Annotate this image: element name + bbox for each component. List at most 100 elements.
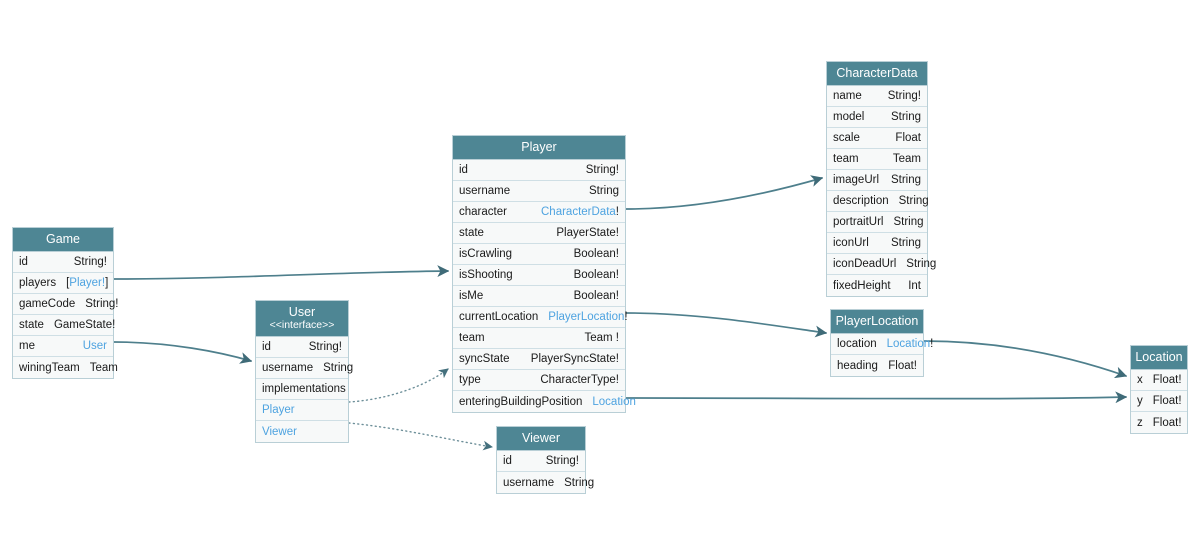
edge-game-players-to-player <box>113 265 450 280</box>
entity-title: Viewer <box>522 431 560 445</box>
edge-player-enteringbuildingposition-to-location <box>625 391 1128 404</box>
entity-header-viewer: Viewer <box>497 427 585 451</box>
field-name: username <box>459 185 511 197</box>
field-name: username <box>503 476 555 489</box>
field-type[interactable]: CharacterData! <box>541 206 619 218</box>
edge-user-viewer-implements <box>348 422 493 451</box>
field-name: model <box>833 111 865 123</box>
field-row: isCrawling Boolean! <box>453 244 625 265</box>
field-row: portraitUrl String <box>827 212 927 233</box>
entity-header-playerlocation: PlayerLocation <box>831 310 923 334</box>
field-type: String <box>890 111 921 123</box>
edge-user-player-implements <box>348 368 449 403</box>
field-type: String! <box>85 298 119 310</box>
field-type: String <box>323 362 354 374</box>
entity-title: User <box>288 305 316 319</box>
field-type: Boolean! <box>573 269 619 281</box>
edge-playerlocation-location-to-location <box>923 340 1128 379</box>
field-type: String! <box>73 256 107 268</box>
field-type[interactable]: Location <box>592 395 636 408</box>
field-type: String <box>588 185 619 197</box>
entity-header-location: Location <box>1131 346 1187 370</box>
entity-title: PlayerLocation <box>835 314 919 328</box>
field-type: CharacterType! <box>540 374 619 386</box>
field-type[interactable]: Location! <box>886 338 934 350</box>
field-name: state <box>459 227 484 239</box>
field-row: type CharacterType! <box>453 370 625 391</box>
field-type: String <box>898 195 929 207</box>
field-row: state PlayerState! <box>453 223 625 244</box>
field-name: isCrawling <box>459 248 513 260</box>
field-type: Boolean! <box>573 248 619 260</box>
field-row[interactable]: players[Player!] <box>13 273 113 294</box>
field-name: isShooting <box>459 269 513 281</box>
field-row: id String! <box>13 252 113 273</box>
field-type: String <box>890 174 921 186</box>
implementation-row[interactable]: Player <box>256 400 348 421</box>
field-row[interactable]: location Location! <box>831 334 933 355</box>
field-type: GameState! <box>53 319 116 331</box>
field-type: String! <box>585 164 619 176</box>
field-type[interactable]: User <box>82 340 107 352</box>
entity-header-user: User<<interface>> <box>256 301 348 337</box>
field-type[interactable]: [Player!] <box>66 277 109 289</box>
field-type: Int <box>908 279 921 292</box>
field-name: state <box>19 319 44 331</box>
field-type: String! <box>308 341 342 353</box>
field-name: me <box>19 340 35 352</box>
field-name: location <box>837 338 877 350</box>
field-row: username String <box>453 181 625 202</box>
field-name: y <box>1137 395 1143 407</box>
field-name: username <box>262 362 314 374</box>
field-name: team <box>833 153 859 165</box>
field-row: fixedHeight Int <box>827 275 927 296</box>
entity-title: Game <box>45 232 81 246</box>
field-name: gameCode <box>19 298 76 310</box>
field-type: String! <box>887 90 921 102</box>
field-name: character <box>459 206 507 218</box>
field-type: PlayerState! <box>556 227 619 239</box>
edge-player-currentlocation-to-playerlocation <box>625 312 828 338</box>
field-name: syncState <box>459 353 510 365</box>
field-name: id <box>459 164 468 176</box>
field-name: fixedHeight <box>833 279 891 292</box>
field-type: String <box>890 237 921 249</box>
field-type: Team ! <box>584 332 619 344</box>
implementation-row[interactable]: Viewer <box>256 421 348 442</box>
field-row[interactable]: character CharacterData! <box>453 202 625 223</box>
field-row: iconUrl String <box>827 233 927 254</box>
edge-player-character-to-characterdata <box>625 175 824 210</box>
field-type: String <box>893 216 924 228</box>
field-name: type <box>459 374 481 386</box>
entity-title: CharacterData <box>836 66 918 80</box>
field-row[interactable]: me User <box>13 336 113 357</box>
field-name: isMe <box>459 290 484 302</box>
field-name: portraitUrl <box>833 216 884 228</box>
field-name: Viewer <box>262 425 297 438</box>
field-type: Float! <box>1152 416 1182 429</box>
field-name: id <box>503 455 512 467</box>
field-name: iconUrl <box>833 237 869 249</box>
field-type[interactable]: PlayerLocation! <box>548 311 628 323</box>
field-name: id <box>19 256 28 268</box>
field-name: x <box>1137 374 1143 386</box>
